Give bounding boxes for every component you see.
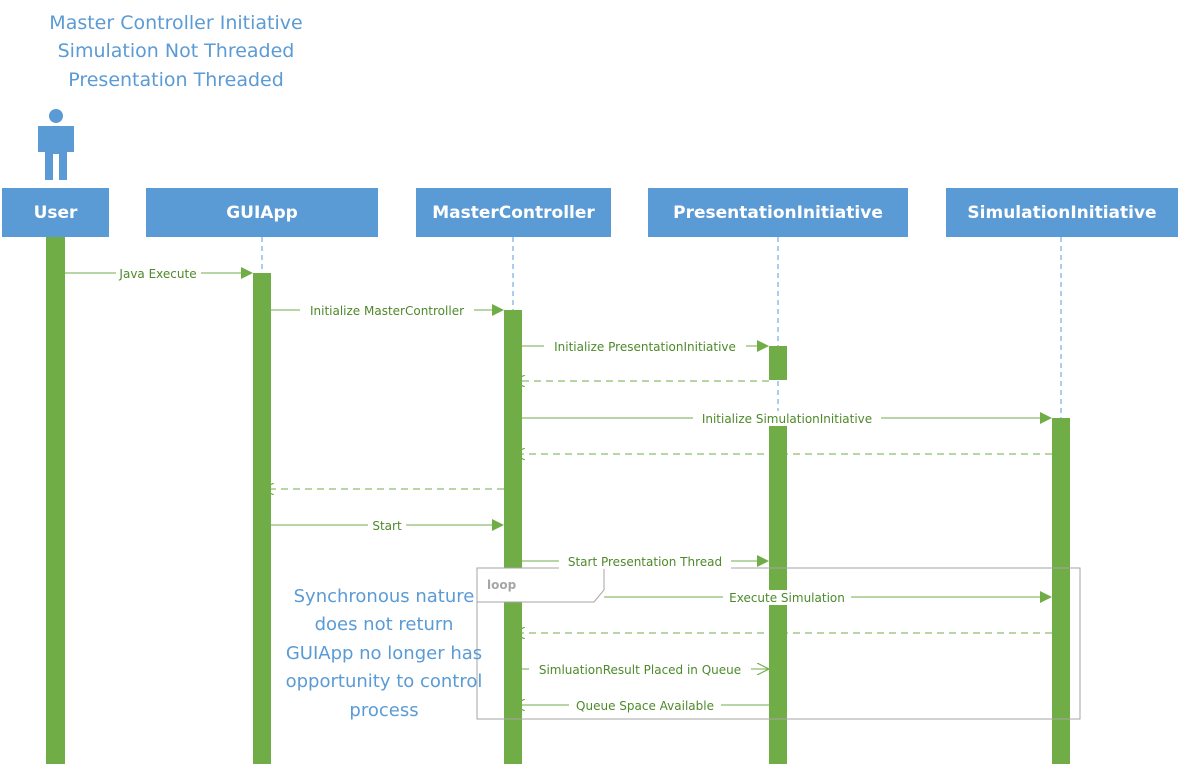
person-icon [38,109,74,180]
diagram-title: Master Controller Initiative Simulation … [49,12,302,91]
note-line-5: process [349,700,418,721]
loop-label: loop [487,578,517,592]
msg-start-label: Start [372,519,402,533]
note-line-3: GUIApp no longer has [286,643,482,664]
activation-guiapp [253,273,271,764]
msg-queue-space-label: Queue Space Available [576,699,714,713]
msg-java-execute-label: Java Execute [118,267,196,281]
title-line-3: Presentation Threaded [68,69,284,91]
loop-frame-border [476,567,1081,720]
note-line-4: opportunity to control [286,671,483,692]
header-simulation-label: SimulationInitiative [967,203,1156,223]
title-line-1: Master Controller Initiative [49,12,302,34]
note-line-2: does not return [315,614,454,635]
header-master [416,188,611,237]
header-presentation [648,188,908,237]
header-user-label: User [34,203,78,223]
activation-user [46,237,65,764]
msg-init-simulation-label: Initialize SimulationInitiative [702,412,872,426]
activation-simulation [1052,418,1070,764]
header-simulation [946,188,1178,237]
msg-init-presentation-label: Initialize PresentationInitiative [554,340,736,354]
msg-execute-simulation-label: Execute Simulation [729,591,845,605]
msg-init-master-label: Initialize MasterController [310,304,464,318]
activation-master [504,310,522,764]
header-guiapp-label: GUIApp [226,203,298,223]
header-presentation-label: PresentationInitiative [673,203,883,223]
header-guiapp [146,188,378,237]
note: Synchronous nature does not return GUIAp… [286,586,483,721]
header-user [2,188,109,237]
activation-presentation-init [769,346,787,380]
header-master-label: MasterController [432,203,595,223]
msg-result-in-queue-label: SimluationResult Placed in Queue [539,663,741,677]
lifeline-headers: User GUIApp MasterController Presentatio… [2,188,1178,237]
loop-frame: loop [476,567,1081,720]
msg-start-presentation-thread-label: Start Presentation Thread [568,555,722,569]
note-line-1: Synchronous nature [294,586,475,607]
title-line-2: Simulation Not Threaded [58,40,295,62]
